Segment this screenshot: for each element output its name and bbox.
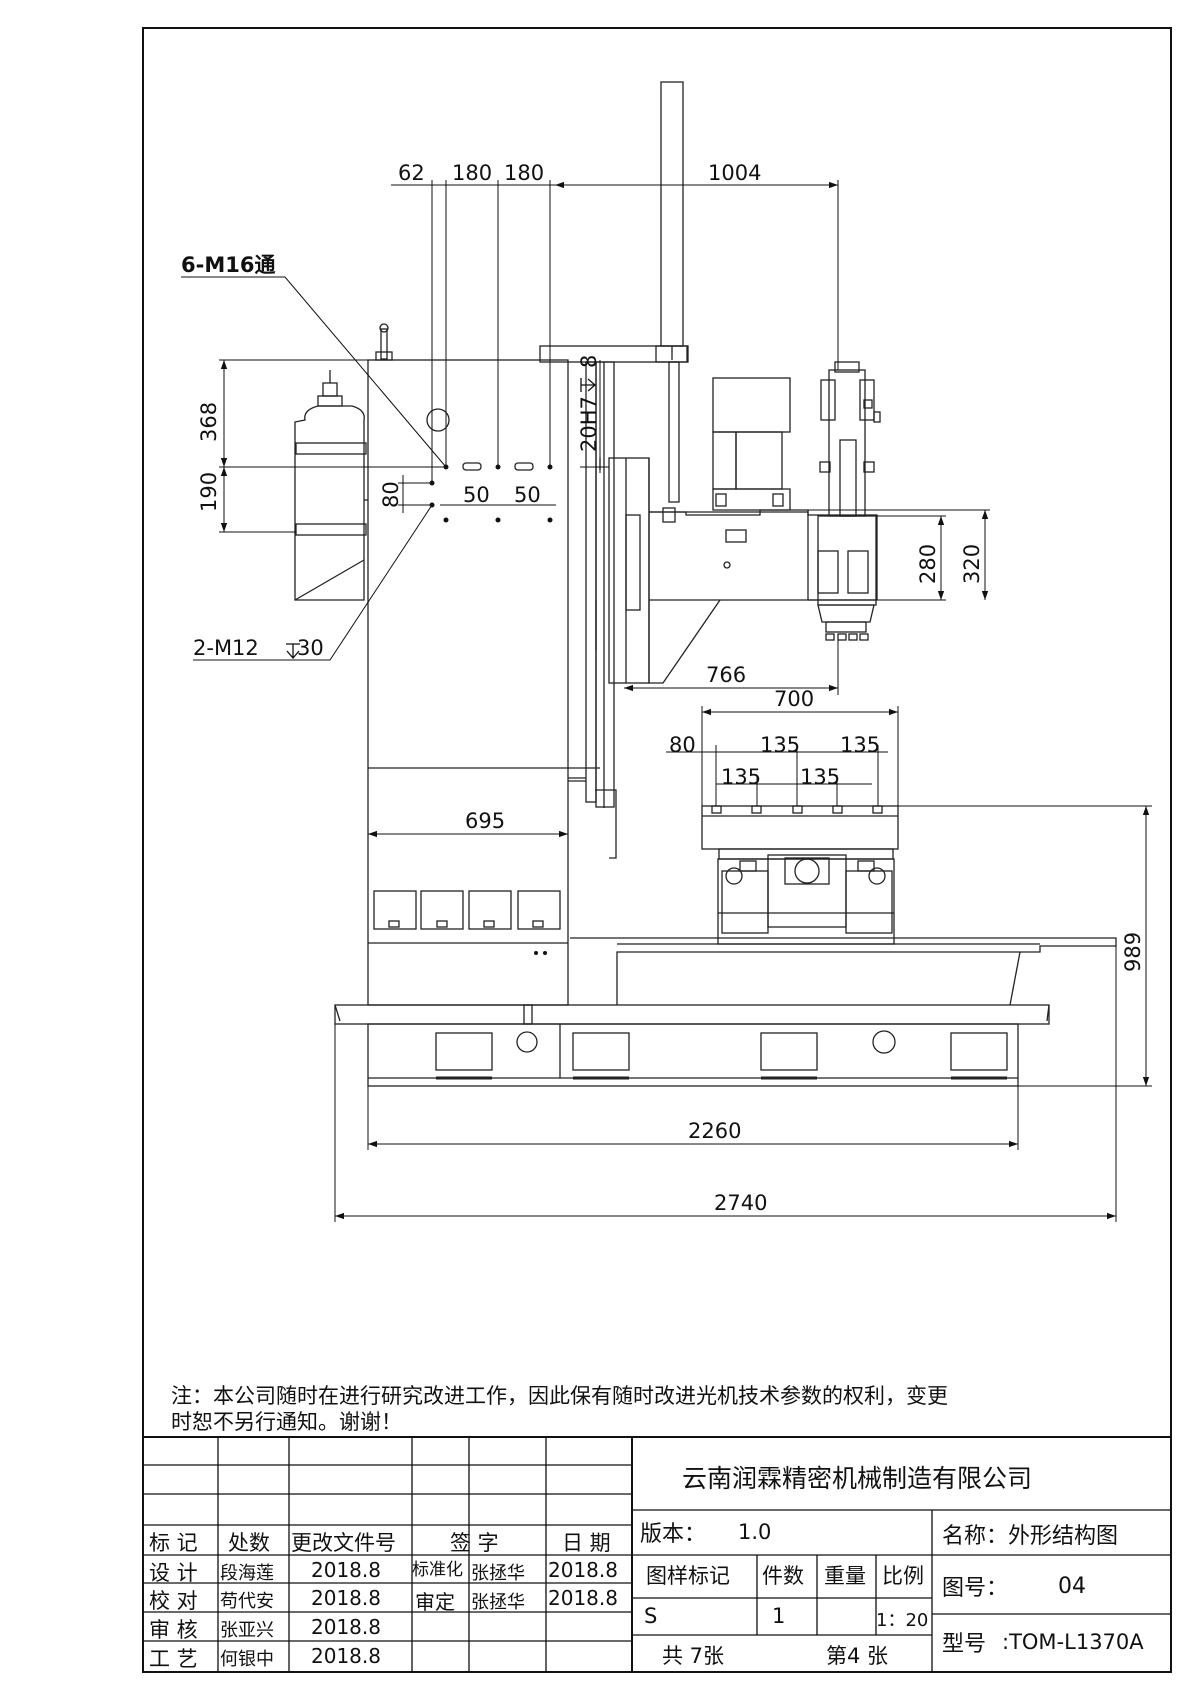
- dim-2740: 2740: [714, 1191, 767, 1215]
- dim-135c: 135: [721, 765, 761, 789]
- total-sheets: 共 7张: [662, 1644, 725, 1668]
- design-label: 设 计: [149, 1561, 198, 1585]
- sample-value: S: [644, 1604, 658, 1628]
- qty-value: 1: [772, 1604, 786, 1628]
- dimension-texts: 62 180 180 1004 6-M16通 20H7 8 368 190 80…: [181, 161, 1145, 1215]
- hdr-sign: 签 字: [450, 1531, 499, 1555]
- sample-label: 图样标记: [646, 1564, 730, 1588]
- std-date: 2018.8: [548, 1558, 618, 1582]
- std-name: 张拯华: [471, 1563, 525, 1584]
- approve-date: 2018.8: [548, 1586, 618, 1610]
- process-label: 工 艺: [149, 1647, 198, 1671]
- thread-m12: 2-M12: [193, 636, 259, 660]
- dim-30: 30: [297, 636, 324, 660]
- dim-135a: 135: [760, 733, 800, 757]
- review-date: 2018.8: [311, 1615, 381, 1639]
- hdr-mark: 标 记: [149, 1531, 198, 1555]
- dim-180a: 180: [452, 161, 492, 185]
- dim-368: 368: [197, 402, 221, 442]
- check-label: 校 对: [149, 1589, 198, 1613]
- qty-label: 件数: [762, 1564, 804, 1588]
- dim-695: 695: [465, 809, 505, 833]
- version-label: 版本：: [640, 1522, 707, 1547]
- version-value: 1.0: [738, 1520, 772, 1544]
- dim-62: 62: [398, 161, 425, 185]
- note-line-1: 注：本公司随时在进行研究改进工作，因此保有随时改进光机技术参数的权利，变更: [171, 1384, 948, 1408]
- model-value: :TOM-L1370A: [1002, 1630, 1144, 1654]
- dim-1004: 1004: [708, 161, 761, 185]
- dim-8: 8: [577, 355, 601, 368]
- design-date: 2018.8: [311, 1558, 381, 1582]
- hole-pattern: [429, 464, 553, 955]
- dim-20h7: 20H7: [577, 396, 601, 452]
- check-date: 2018.8: [311, 1586, 381, 1610]
- dim-180b: 180: [504, 161, 544, 185]
- name-label: 名称：外形结构图: [942, 1524, 1119, 1549]
- design-name: 段海莲: [220, 1563, 274, 1584]
- dim-80h: 80: [669, 733, 696, 757]
- std-label: 标准化: [412, 1560, 463, 1580]
- dimension-lines: [181, 180, 1152, 1222]
- check-name: 苟代安: [220, 1591, 274, 1612]
- review-label: 审 核: [149, 1618, 198, 1642]
- dim-135b: 135: [840, 733, 880, 757]
- dim-80v: 80: [379, 481, 403, 508]
- title-block-grid: [142, 1436, 1172, 1673]
- scale-value: 1：20: [876, 1610, 929, 1631]
- hdr-date: 日 期: [562, 1531, 611, 1555]
- sheet-no: 第4 张: [826, 1644, 889, 1668]
- depth-symbol-icon: [286, 378, 596, 659]
- hdr-count: 处数: [228, 1531, 270, 1555]
- dim-2260: 2260: [688, 1119, 741, 1143]
- drawing-no-label: 图号：: [942, 1576, 1009, 1601]
- machine-outline: [294, 81, 1117, 1087]
- drawing-no-value: 04: [1058, 1574, 1086, 1599]
- approve-name: 张拯华: [471, 1592, 525, 1613]
- approve-label: 审定: [415, 1590, 455, 1614]
- dim-320: 320: [960, 544, 984, 584]
- dim-190: 190: [197, 472, 221, 512]
- process-date: 2018.8: [311, 1644, 381, 1668]
- scale-label: 比例: [882, 1564, 924, 1588]
- dim-50a: 50: [463, 483, 490, 507]
- dim-766: 766: [706, 663, 746, 687]
- thread-m16: 6-M16通: [181, 253, 275, 277]
- hdr-doc: 更改文件号: [291, 1531, 396, 1555]
- review-name: 张亚兴: [220, 1620, 274, 1641]
- model-label: 型号: [942, 1632, 987, 1657]
- dim-135d: 135: [800, 765, 840, 789]
- dim-280: 280: [916, 544, 940, 584]
- process-name: 何银中: [220, 1649, 274, 1670]
- dim-989: 989: [1121, 932, 1145, 972]
- note-line-2: 时恕不另行通知。谢谢！: [171, 1410, 402, 1434]
- dim-50b: 50: [514, 483, 541, 507]
- company-name: 云南润霖精密机械制造有限公司: [682, 1464, 1033, 1493]
- dim-700: 700: [774, 687, 814, 711]
- weight-label: 重量: [824, 1564, 866, 1588]
